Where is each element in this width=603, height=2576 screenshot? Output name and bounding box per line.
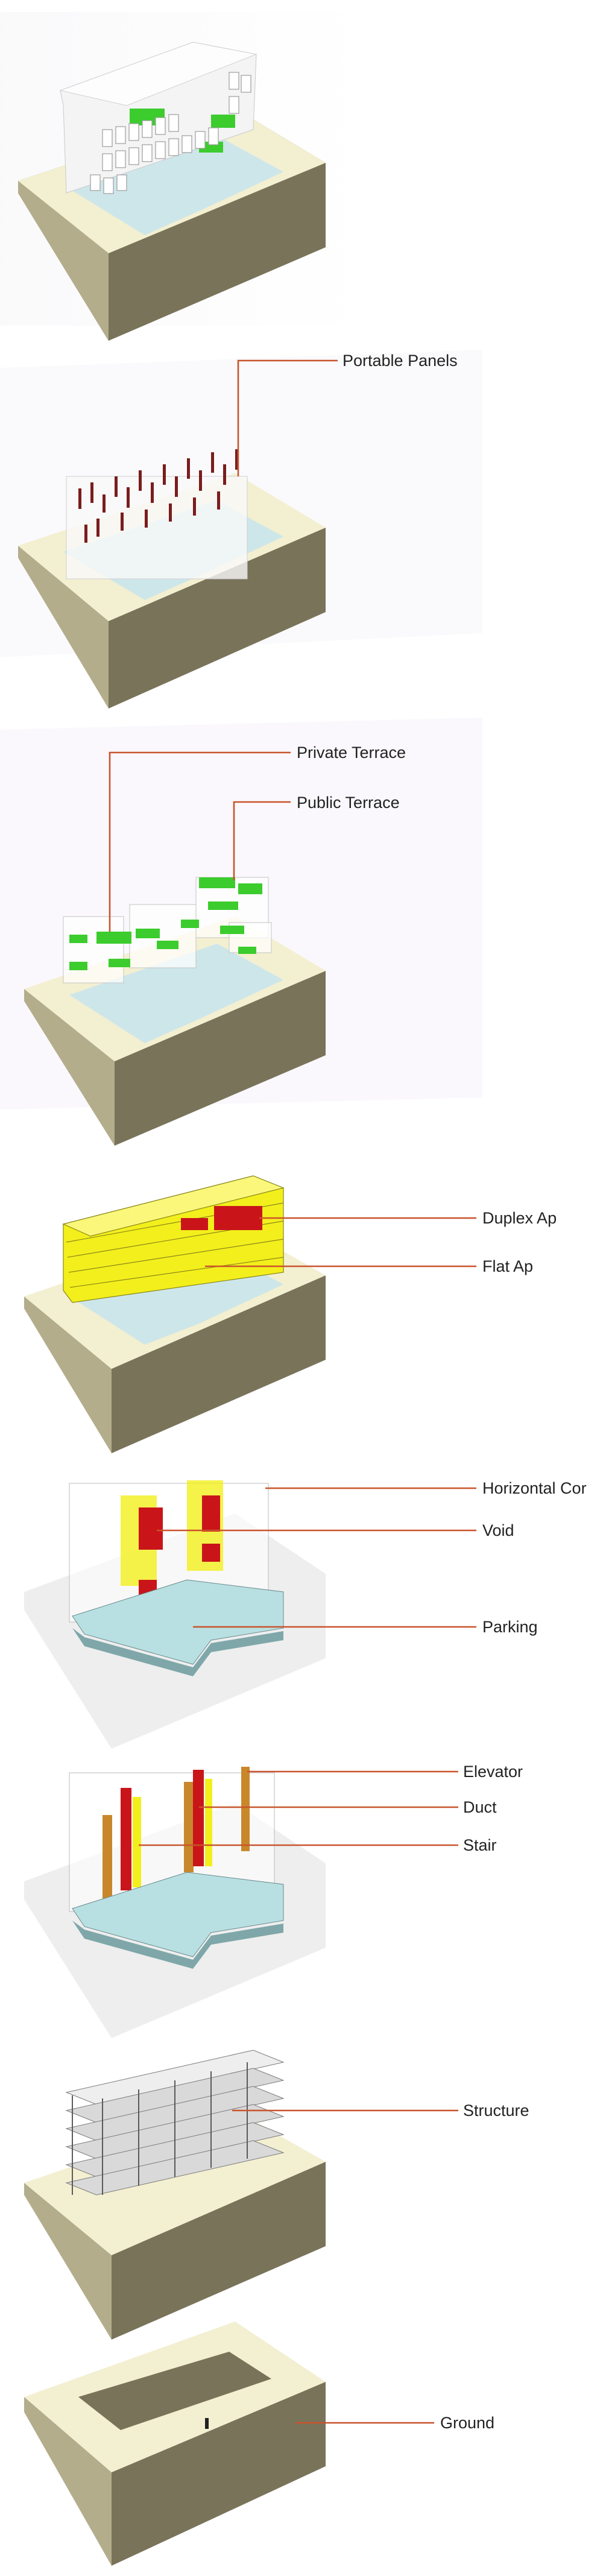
ground-entrance-notch bbox=[205, 2418, 209, 2429]
duplex-apartments bbox=[181, 1206, 262, 1230]
label-public-terrace: Public Terrace bbox=[297, 794, 400, 812]
private-terraces bbox=[69, 920, 256, 970]
layer-portable-panels: Portable Panels bbox=[0, 350, 482, 709]
label-duplex-ap: Duplex Ap bbox=[482, 1209, 557, 1227]
label-parking: Parking bbox=[482, 1618, 538, 1636]
base-block-left bbox=[18, 546, 109, 709]
layer-vertical-cores: Elevator Duct Stair bbox=[24, 1763, 523, 2038]
label-structure: Structure bbox=[463, 2101, 529, 2120]
base-block-right bbox=[115, 971, 326, 1146]
water-pool bbox=[69, 944, 283, 1043]
label-horizontal-cor: Horizontal Cor bbox=[482, 1479, 587, 1497]
label-flat-ap: Flat Ap bbox=[482, 1257, 533, 1275]
base-block-left bbox=[24, 1296, 112, 1453]
base-block-left bbox=[18, 181, 109, 341]
leader-line bbox=[233, 801, 291, 880]
elevator-cores bbox=[103, 1767, 250, 1899]
layer-structure: Structure bbox=[24, 2050, 529, 2340]
base-block-right bbox=[112, 2162, 326, 2340]
leader-line bbox=[109, 751, 291, 932]
base-block-left bbox=[24, 2183, 112, 2340]
label-stair: Stair bbox=[463, 1836, 497, 1854]
facade-panels bbox=[90, 72, 251, 194]
label-private-terrace: Private Terrace bbox=[297, 743, 406, 762]
base-block-left bbox=[24, 989, 115, 1146]
layer-terraces: Private Terrace Public Terrace bbox=[0, 718, 482, 1146]
label-portable-panels: Portable Panels bbox=[343, 352, 458, 370]
label-duct: Duct bbox=[463, 1798, 497, 1816]
public-terraces bbox=[199, 877, 262, 910]
base-block-right bbox=[109, 163, 326, 341]
parking-level bbox=[72, 1872, 284, 1969]
base-block-right bbox=[109, 528, 326, 709]
ground-opening bbox=[78, 2352, 271, 2430]
base-block-right bbox=[112, 2382, 326, 2566]
layer-ground: Ground bbox=[24, 2322, 494, 2566]
label-void: Void bbox=[482, 1521, 514, 1539]
terrace-green bbox=[211, 115, 235, 128]
building-roof bbox=[59, 42, 257, 106]
base-block-left bbox=[24, 2397, 112, 2566]
ducts bbox=[121, 1770, 204, 1890]
label-ground: Ground bbox=[440, 2414, 494, 2432]
layer-circulation: Horizontal Cor Void Parking bbox=[24, 1479, 587, 1749]
leader-line bbox=[237, 359, 338, 476]
structural-columns bbox=[72, 2062, 248, 2195]
water-pool bbox=[66, 136, 283, 235]
parking-level bbox=[72, 1579, 284, 1676]
base-block-right bbox=[112, 1275, 326, 1453]
layer-complete-building bbox=[0, 12, 362, 341]
label-elevator: Elevator bbox=[463, 1763, 523, 1781]
layer-apartments: Duplex Ap Flat Ap bbox=[24, 1175, 557, 1453]
portable-panels-dark bbox=[78, 449, 238, 543]
